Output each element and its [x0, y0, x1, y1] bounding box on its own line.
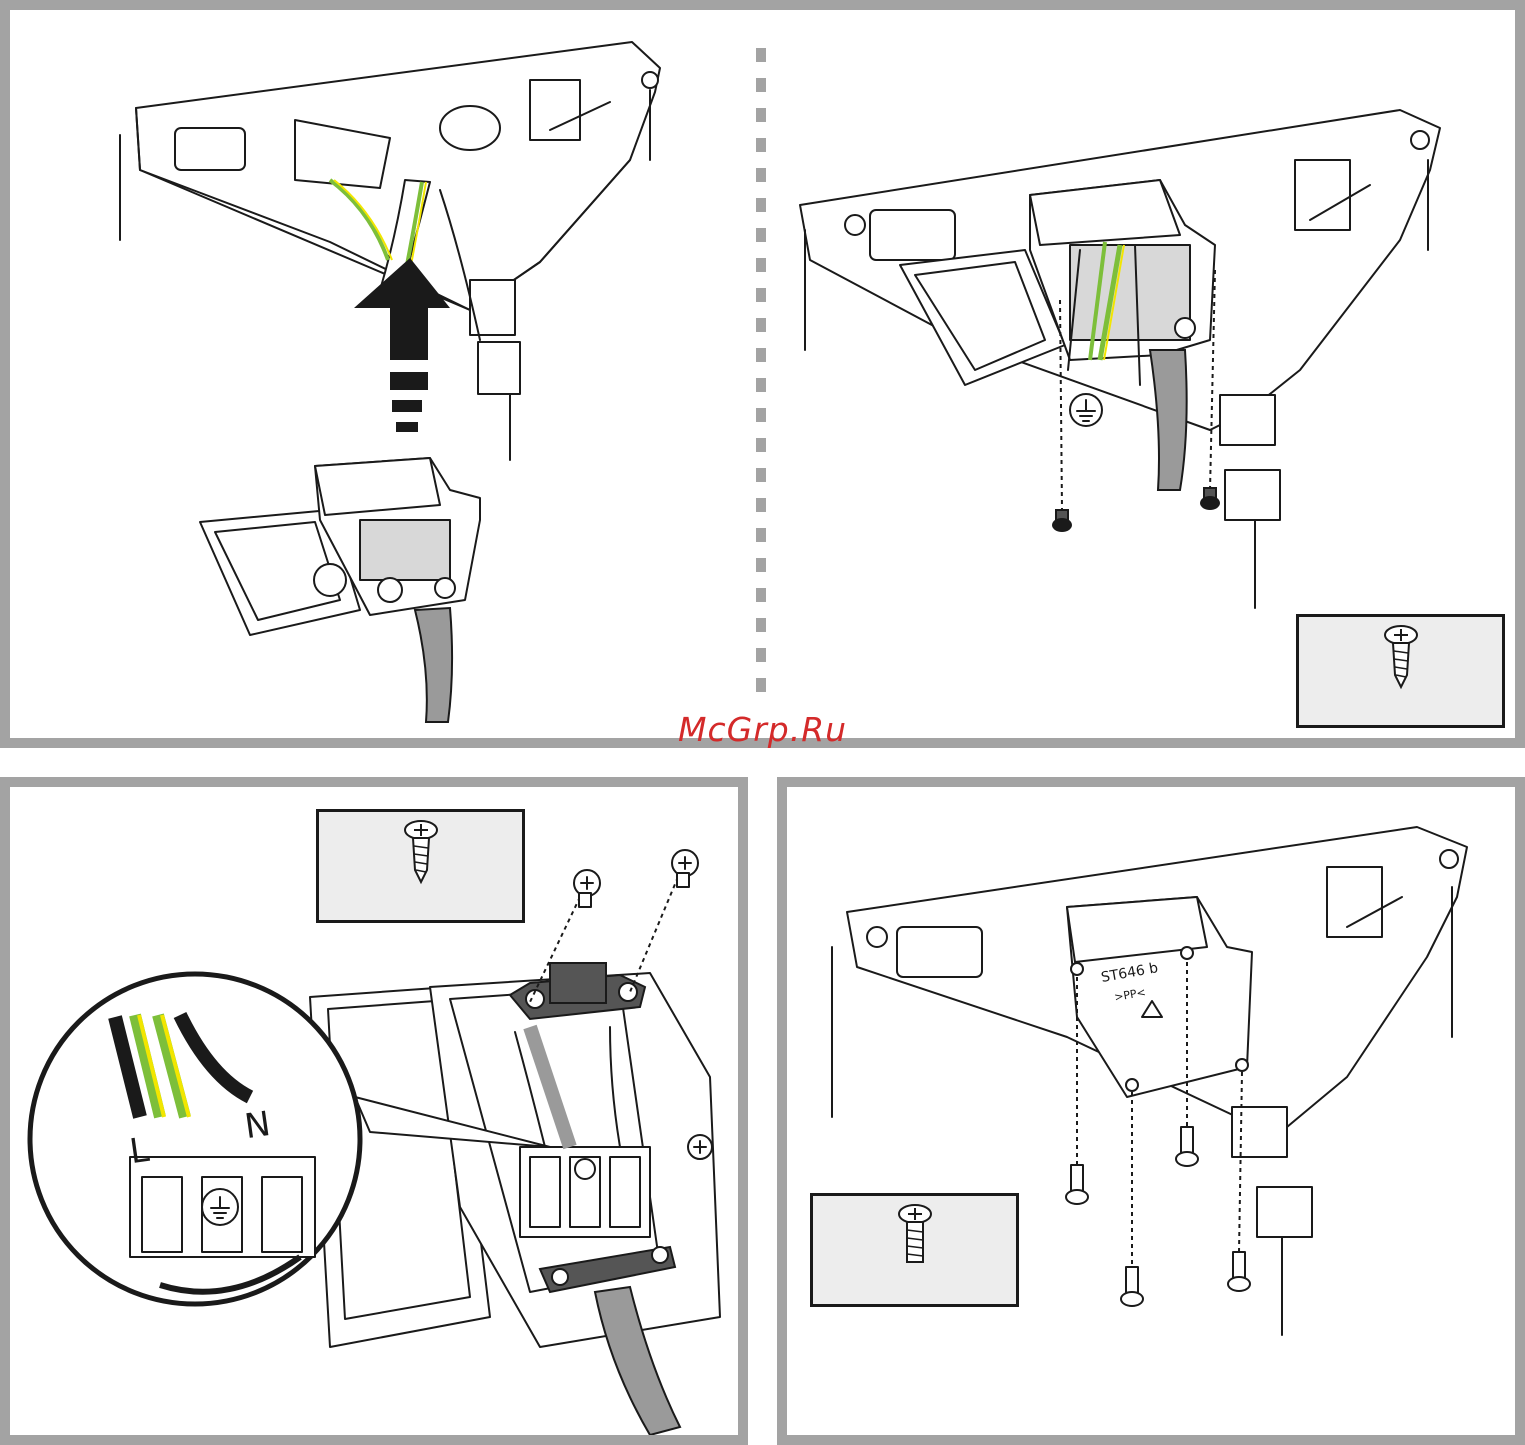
- screw-icon: [1052, 510, 1072, 532]
- tapping-screw-legend: [1296, 614, 1505, 728]
- screw-icon: [574, 870, 600, 907]
- screw-icon: [1200, 488, 1220, 510]
- machine-screw-legend: [810, 1193, 1019, 1307]
- screw-icon: [1176, 1127, 1198, 1166]
- tapping-screw-icon: [1381, 623, 1421, 693]
- machine-screw-icon: [895, 1202, 935, 1272]
- bottom-right-drawing: ST646 b >PP<: [787, 787, 1515, 1435]
- tapping-screw-legend: [316, 809, 525, 923]
- terminal-box-open: [310, 973, 720, 1347]
- step-divider: [756, 48, 766, 708]
- left-mains-cable: [415, 608, 452, 722]
- screw-icon: [672, 850, 698, 887]
- terminal-block: [520, 1147, 650, 1237]
- screw-icon: [1066, 1165, 1088, 1204]
- watermark: McGrp.Ru: [678, 710, 847, 749]
- earth-symbol-icon: [1070, 394, 1102, 426]
- right-mains-cable: [1150, 350, 1187, 490]
- screw-icon: [1121, 1267, 1143, 1306]
- bottom-right-panel: ST646 b >PP<: [777, 777, 1525, 1445]
- top-panel: McGrp.Ru: [0, 0, 1525, 748]
- tapping-screw-icon: [401, 818, 441, 888]
- bottom-left-panel: L N: [0, 777, 748, 1445]
- screw-icon: [1228, 1252, 1250, 1291]
